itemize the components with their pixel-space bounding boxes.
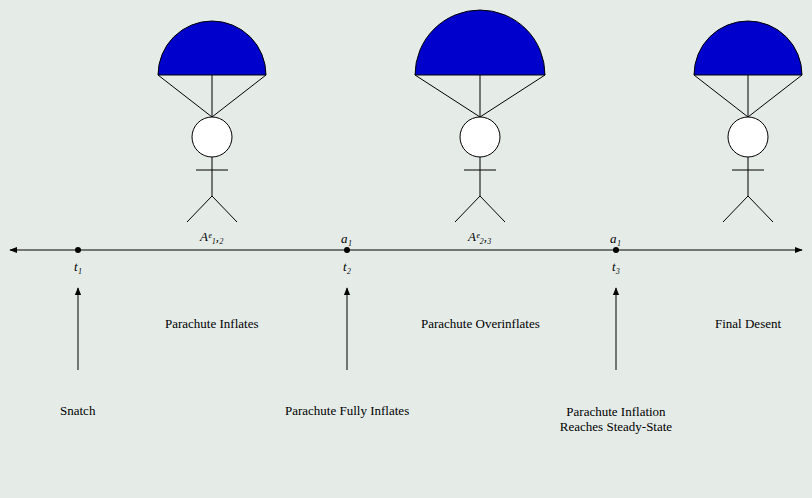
phase-label: Parachute Inflates [165,316,258,331]
time-label: t₂ [343,259,351,274]
pointer-arrow [78,288,79,370]
accel-symbol: a₁ [610,231,621,246]
parachutist-figure [415,10,545,222]
event-label: Parachute Fully Inflates [285,403,409,418]
time-point [75,247,81,253]
accel-symbol: a₁ [341,231,352,246]
time-axis [10,249,802,250]
time-point [344,247,350,253]
phase-label: Final Desent [715,316,781,331]
parachutist-figure [158,21,266,222]
area-symbol: Aᵉ₁,₂ [200,229,224,244]
time-label: t₃ [612,259,620,274]
time-label: t₁ [74,259,82,274]
pointer-arrow [347,288,348,370]
pointer-arrow [616,288,617,370]
event-label: Snatch [60,403,95,418]
time-point [613,247,619,253]
event-label: Parachute Inflation Reaches Steady-State [551,404,681,434]
parachutist-figure [694,21,802,222]
area-symbol: Aᵉ₂,₃ [468,229,492,244]
phase-label: Parachute Overinflates [421,316,540,331]
